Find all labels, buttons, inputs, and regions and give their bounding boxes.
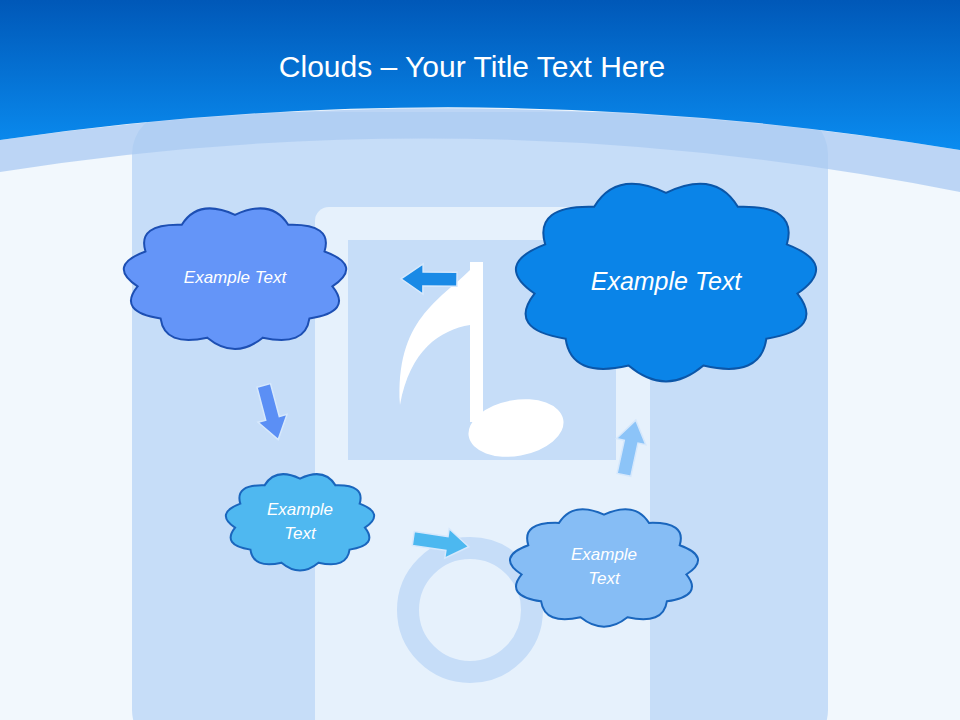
block-arrow [617,420,646,476]
cloud-text: Example Text [591,264,742,299]
cloud-shape: Example Text [500,498,708,636]
slide-title: Clouds – Your Title Text Here [0,50,944,84]
cloud-outline [500,498,708,636]
cloud-shape: Example Text [218,465,382,578]
block-arrow [401,264,457,294]
cloud-text: Example Text [560,543,648,591]
cloud-shape: Example Text [500,165,832,397]
block-arrow [257,384,287,440]
cloud-text: Example Text [256,498,344,546]
cloud-shape: Example Text [112,195,358,360]
block-arrow [412,529,468,559]
cloud-outline [218,465,382,578]
cloud-text: Example Text [184,266,286,290]
